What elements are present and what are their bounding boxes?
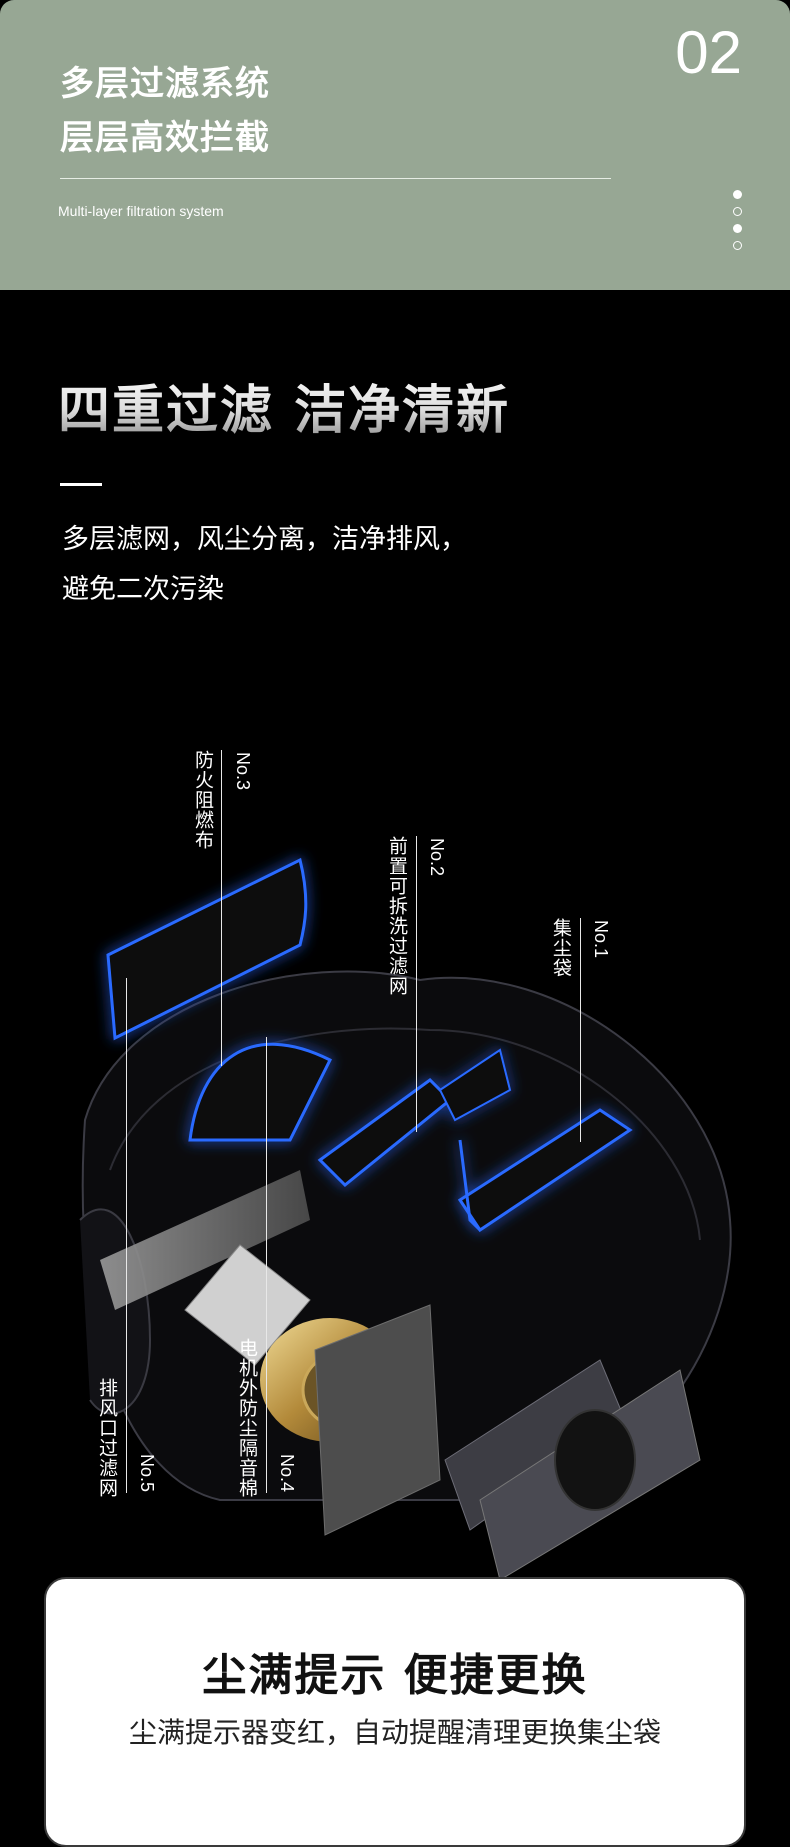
dust-bag-part xyxy=(444,1359,701,1581)
pager-dots xyxy=(733,190,745,258)
pager-dot-1[interactable] xyxy=(733,190,742,199)
header-title-line1: 多层过滤系统 xyxy=(60,64,270,104)
label-no3-number: No.3 xyxy=(233,752,253,791)
pager-dot-4[interactable] xyxy=(733,241,742,250)
label-no1-text: 集尘袋 xyxy=(550,918,572,978)
header-title-line2: 层层高效拦截 xyxy=(60,118,270,158)
fire-retardant-fabric-part xyxy=(106,857,333,1142)
dust-bag-frame-part xyxy=(457,1108,633,1233)
label-no1-number: No.1 xyxy=(591,920,611,959)
title-accent-dash xyxy=(60,483,102,486)
vacuum-exploded-svg xyxy=(79,857,732,1581)
label-no5-text: 排风口过滤网 xyxy=(96,1378,118,1498)
card-description: 尘满提示器变红，自动提醒清理更换集尘袋 xyxy=(128,1716,661,1749)
card-title: 尘满提示 便捷更换 xyxy=(202,1650,588,1701)
header-subtitle: Multi-layer filtration system xyxy=(58,203,224,219)
soundproof-cotton-part xyxy=(314,1304,441,1536)
callout-line-no5 xyxy=(126,978,127,1493)
pager-dot-2[interactable] xyxy=(733,207,742,216)
callout-line-no2 xyxy=(416,836,417,1132)
header-banner: 多层过滤系统 层层高效拦截 Multi-layer filtration sys… xyxy=(0,0,790,290)
callout-line-no4 xyxy=(266,1037,267,1493)
felt-strip xyxy=(100,1170,310,1310)
vacuum-exploded-illustration xyxy=(0,700,790,1600)
main-title: 四重过滤 洁净清新 xyxy=(58,368,510,443)
label-no2-text: 前置可拆洗过滤网 xyxy=(386,836,408,996)
label-no3-text: 防火阻燃布 xyxy=(192,750,214,850)
pager-dot-3[interactable] xyxy=(733,224,742,233)
main-description-line2: 避免二次污染 xyxy=(62,574,224,605)
label-no2-number: No.2 xyxy=(427,838,447,877)
main-description-line1: 多层滤网，风尘分离，洁净排风， xyxy=(62,524,467,555)
pre-filter-part xyxy=(317,1048,512,1188)
label-no4-number: No.4 xyxy=(277,1454,297,1493)
dust-full-card: 尘满提示 便捷更换 尘满提示器变红，自动提醒清理更换集尘袋 xyxy=(44,1577,746,1847)
callout-line-no3 xyxy=(221,750,222,1066)
label-no4-text: 电机外防尘隔音棉 xyxy=(236,1338,258,1498)
section-number: 02 xyxy=(675,19,742,86)
callout-line-no1 xyxy=(580,918,581,1142)
header-divider xyxy=(60,178,611,179)
label-no5-number: No.5 xyxy=(137,1454,157,1493)
